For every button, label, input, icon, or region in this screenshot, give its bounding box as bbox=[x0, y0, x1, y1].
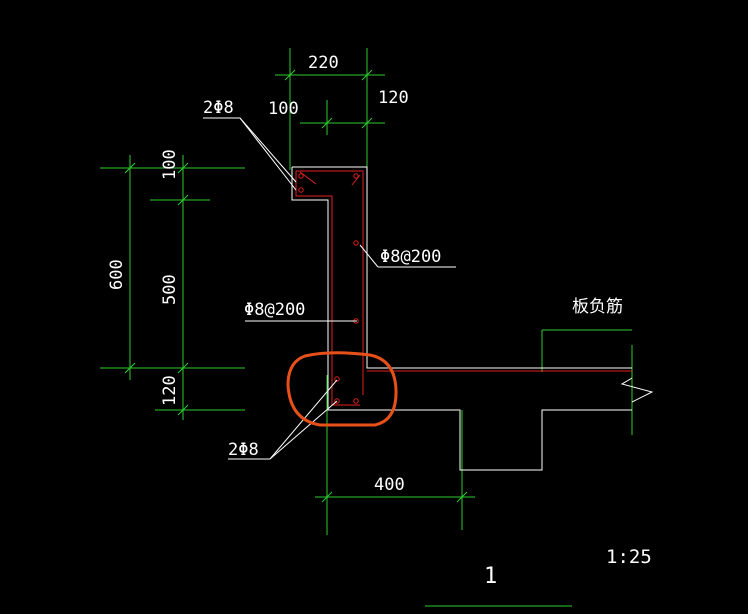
dim-top-left: 100 bbox=[268, 99, 299, 119]
dimension-lines bbox=[100, 48, 633, 535]
label-bar-bottom: 2Φ8 bbox=[228, 440, 259, 460]
dim-left-total: 600 bbox=[107, 259, 127, 290]
label-slab-negative-bar: 板负筋 bbox=[572, 297, 623, 317]
leader-lines bbox=[203, 117, 456, 460]
rebar bbox=[295, 170, 632, 406]
dim-left-lower: 120 bbox=[160, 375, 180, 406]
label-stirrup-left: Φ8@200 bbox=[244, 300, 305, 320]
dim-top-right: 120 bbox=[378, 88, 409, 108]
highlight-region bbox=[286, 351, 398, 427]
dim-left-middle: 500 bbox=[160, 274, 180, 305]
section-number: 1 bbox=[484, 564, 497, 589]
dim-bottom-width: 400 bbox=[374, 475, 405, 495]
dim-left-upper: 100 bbox=[160, 149, 180, 180]
section-outline bbox=[291, 166, 654, 471]
label-bar-top: 2Φ8 bbox=[203, 98, 234, 118]
scale-label: 1:25 bbox=[606, 546, 652, 568]
dim-top-total: 220 bbox=[308, 53, 339, 73]
label-stirrup-right: Φ8@200 bbox=[380, 247, 441, 267]
